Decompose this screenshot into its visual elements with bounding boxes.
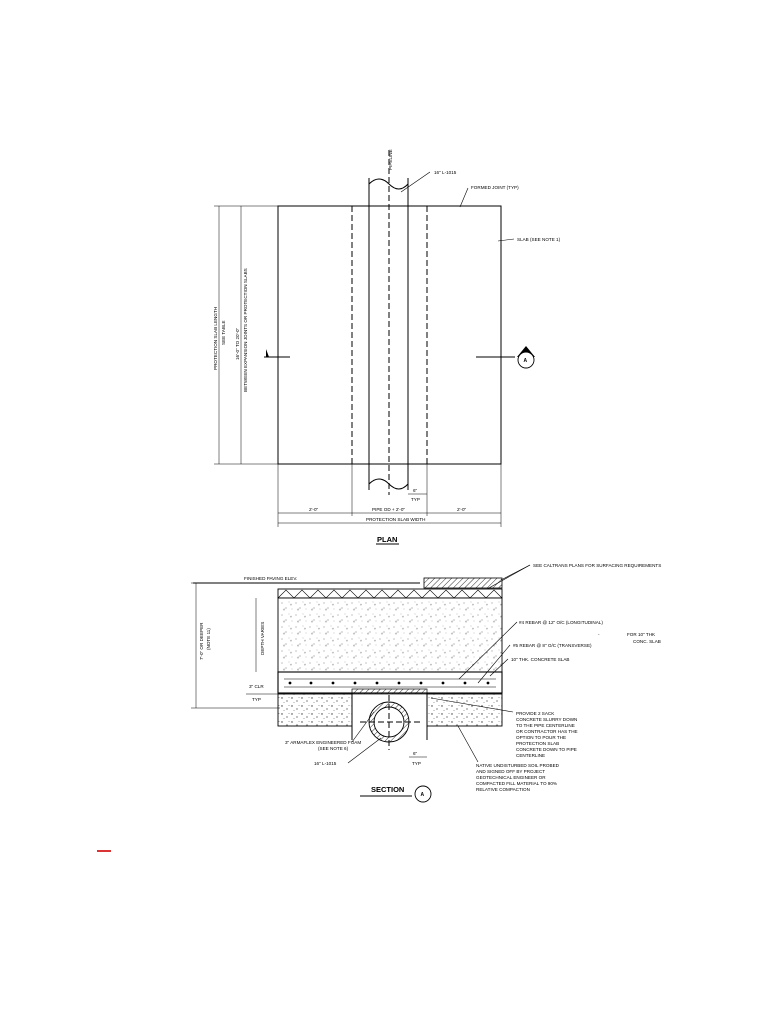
section-foam-callout-2: (SEE NOTE 6) [318,746,349,751]
section-foam-strip [351,688,428,695]
soil-line-1: AND SIGNED OFF BY PROJECT [476,769,545,774]
section-slab-callout: 10" THK. CONCRETE SLAB [511,657,569,662]
plan-dim-6in-typ: TYP [411,497,420,502]
plan-view: PIPELINE 16" L-1015 FORMED JOINT (TYP) S… [213,149,561,545]
slurry-line-2: TO THE PIPE CENTERLINE [516,723,575,728]
section-rebar-trans: #5 REBAR @ 8" O/C (TRANSVERSE) [513,643,592,648]
plan-length-label-1: PROTECTION SLAB LENGTH [213,307,218,370]
section-min-label: 3" CLR [249,684,264,689]
plan-dim-right: 2'-0" [457,507,467,512]
section-soil-note: NATIVE UNDISTURBED SOIL PROBED AND SIGNE… [476,763,560,792]
section-surfacing-leader-2 [479,564,531,594]
slurry-line-5: PROTECTION SLAB [516,741,559,746]
section-foam-callout-1: 3" ARMAFLEX ENGINEERED FOAM [285,740,361,745]
section-rebar-long: #4 REBAR @ 12" O/C (LONGITUDINAL) [519,620,603,625]
section-surfacing-block [423,577,503,589]
section-rebar-long-leader [458,621,518,680]
soil-line-3: COMPACTED FILL MATERIAL TO 90% [476,781,557,786]
section-pipe-callout: 16" L-1015 [314,761,337,766]
section-title-marker: A [421,792,425,798]
slurry-line-4: OPTION TO POUR THE [516,735,566,740]
plan-slab-leader [497,238,515,242]
section-rebar-dash: - [598,632,600,637]
section-slurry-leader [430,697,514,713]
section-surfacing-note: SEE CALTRANS PLANS FOR SURFACING REQUIRE… [533,563,661,568]
section-slab-note-1: FOR 10" THK [627,632,656,637]
plan-slab-callout: SLAB (SEE NOTE 1) [517,237,561,242]
soil-line-0: NATIVE UNDISTURBED SOIL PROBED [476,763,560,768]
plan-length-label-2: SEE TABLE [221,320,226,345]
section-slurry-note: PROVIDE 2 SACK CONCRETE SLURRY DOWN TO T… [516,711,578,758]
slurry-line-6: CONCRETE DOWN TO PIPE [516,747,577,752]
plan-pipe-break-bottom [368,478,409,490]
section-soil-leader [457,725,479,763]
plan-length-label-3: 16'-0" TO 20'-0" [235,327,240,360]
section-depth-label: DEPTH VARIES [260,622,265,655]
section-soil-right [426,693,503,727]
section-cover-label-1: 7'-0" OR DEEPER [199,622,204,660]
section-rebar-dots [288,681,490,685]
section-finished-paving: FINISHED PAVING ELEV. [244,576,297,581]
plan-dim-left: 2'-0" [309,507,319,512]
section-rebar-trans-leader [477,644,511,684]
plan-dim-mid: PIPE OD + 2'-0" [372,507,405,512]
section-backfill [277,597,503,673]
pipeline-label: PIPELINE [388,149,393,170]
plan-section-bubble [517,351,535,369]
section-title: SECTION [371,785,404,794]
section-cover-label-2: (NOTE 11) [206,628,211,650]
section-title-bubble [414,785,432,803]
soil-line-2: GEOTECHNICAL ENGINEER OR [476,775,546,780]
section-dim-6-typ: TYP [412,761,421,766]
slurry-line-0: PROVIDE 2 SACK [516,711,555,716]
section-slab-note-2: CONC. SLAB [633,639,661,644]
slurry-line-3: OR CONTRACTOR HAS THE [516,729,578,734]
section-pipe-leader [347,737,382,764]
plan-pipe-callout: 16" L-1015 [434,170,457,175]
plan-joint-callout: FORMED JOINT (TYP) [471,185,519,190]
plan-dim-6in: 6" [413,488,418,493]
slurry-line-1: CONCRETE SLURRY DOWN [516,717,577,722]
section-soil-left [277,693,353,727]
section-foam-leader [351,711,375,743]
section-slab-leader [489,658,509,677]
slurry-line-7: CENTERLINE [516,753,545,758]
plan-pipe-leader [400,171,431,193]
plan-joint-leader [459,187,469,208]
plan-pipe-break-top [368,178,409,190]
plan-length-label-4: BETWEEN EXPANSION JOINTS OR PROTECTION S… [243,268,248,392]
soil-line-4: RELATIVE COMPACTION [476,787,530,792]
plan-width-label: PROTECTION SLAB WIDTH [366,517,425,522]
plan-section-marker: A [524,358,528,364]
section-dim-6: 6" [413,751,418,756]
section-view: FINISHED PAVING ELEV. SEE CALTRANS PLANS… [191,563,661,803]
plan-title: PLAN [377,535,397,544]
section-min-typ: TYP [252,697,261,702]
plan-section-arrow-left [266,349,269,357]
